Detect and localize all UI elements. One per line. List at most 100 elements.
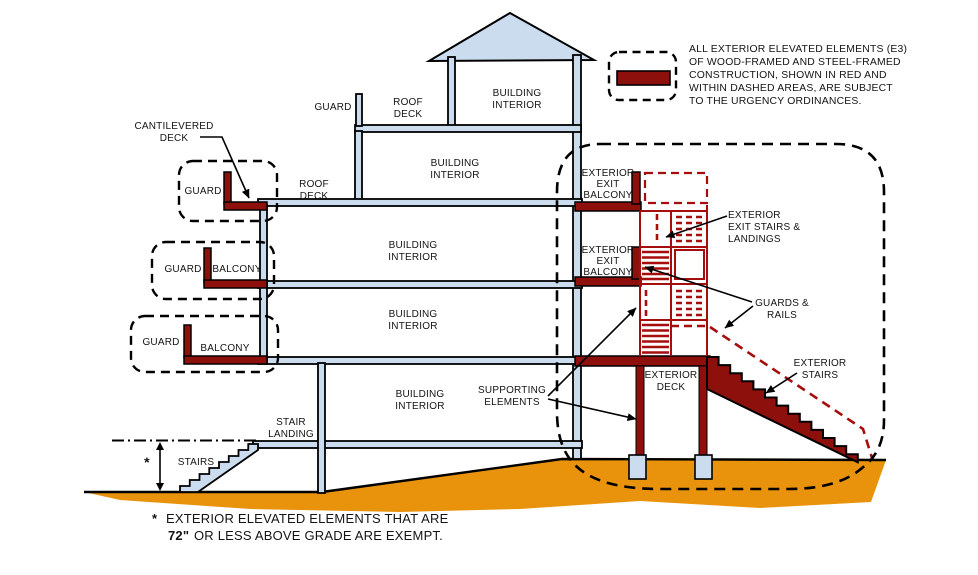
- guards-rails-2: RAILS: [767, 310, 797, 321]
- right-wall: [572, 54, 582, 460]
- entry-stairs: [179, 443, 259, 493]
- stair-treads-band4: [642, 323, 669, 354]
- footings: [628, 454, 713, 480]
- eeb-a-2: EXIT: [596, 179, 619, 190]
- cantilevered-deck-slab: [223, 201, 268, 211]
- dashed-box-balcony3: [129, 314, 280, 374]
- ground: [84, 457, 887, 512]
- ground-floor-slab: [252, 440, 583, 449]
- legend: ALL EXTERIOR ELEVATED ELEMENTS (E3) OF W…: [607, 44, 907, 107]
- eeb-a-1: EXTERIOR: [582, 168, 635, 179]
- dashed-enclosure-right: [555, 142, 886, 491]
- footnote: * EXTERIOR ELEVATED ELEMENTS THAT ARE 72…: [152, 511, 449, 543]
- legend-line-5: TO THE URGENCY ORDINANCES.: [689, 96, 862, 107]
- stair-rails-dashed-band3: [644, 289, 703, 317]
- guards-rails-1: GUARDS &: [755, 298, 809, 309]
- exit-balcony-a-slab: [574, 201, 642, 212]
- footing-right: [694, 454, 713, 480]
- exterior-stairs-shape: [706, 356, 859, 464]
- eesl-3: LANDINGS: [728, 234, 781, 245]
- cantilevered-deck-label-2: DECK: [160, 133, 189, 144]
- guard-label-roof: GUARD: [314, 102, 351, 113]
- deck-post-right: [698, 365, 708, 457]
- bi-f1-2: INTERIOR: [395, 401, 444, 412]
- roof-deck-lower-1: ROOF: [299, 179, 329, 190]
- balcony3-guard: [183, 324, 192, 359]
- eesl-1: EXTERIOR: [728, 210, 781, 221]
- eeb-b-3: BALCONY: [583, 267, 632, 278]
- stair-guard-rail-dashed: [709, 325, 874, 459]
- eeb-b-1: EXTERIOR: [582, 245, 635, 256]
- bi-f2-2: INTERIOR: [388, 321, 437, 332]
- leader-exit-stairs: [665, 215, 728, 239]
- floor1-left-wall: [317, 362, 326, 494]
- roof: [425, 11, 598, 63]
- supporting-1: SUPPORTING: [478, 385, 546, 396]
- exempt-asterisk: *: [144, 454, 150, 470]
- stair-landing-1: STAIR: [276, 417, 306, 428]
- legend-line-2: OF WOOD-FRAMED AND STEEL-FRAMED: [689, 57, 901, 68]
- leader-exterior-stairs: [765, 372, 798, 394]
- grade-line: [84, 457, 887, 494]
- red-balconies-left: [183, 171, 268, 365]
- bi-f3-1: BUILDING: [389, 240, 438, 251]
- annotation-lines: [112, 136, 798, 491]
- cantilevered-deck-guard: [223, 171, 232, 205]
- dashed-boxes-left: [129, 159, 280, 374]
- bi-f2-1: BUILDING: [389, 309, 438, 320]
- leader-guards-rails-1: [644, 265, 753, 303]
- stair-treads-band2: [642, 250, 669, 281]
- exit-balcony-a-guard: [631, 171, 641, 205]
- balcony-label-2: BALCONY: [212, 264, 261, 275]
- exterior-deck-1: EXTERIOR: [645, 370, 698, 381]
- exterior-deck-2: DECK: [657, 382, 686, 393]
- supporting-2: ELEMENTS: [484, 397, 540, 408]
- stair-rails-dashed-band1: [655, 214, 703, 244]
- floor4-left-wall: [354, 130, 363, 203]
- exterior-stairs-1: EXTERIOR: [794, 358, 847, 369]
- balcony3-slab: [183, 355, 268, 365]
- guard-label-2: GUARD: [164, 264, 201, 275]
- guard-label-1: GUARD: [184, 186, 221, 197]
- legend-line-3: CONSTRUCTION, SHOWN IN RED AND: [689, 70, 887, 81]
- guard-post-roof: [355, 93, 363, 127]
- landing-panel: [674, 249, 705, 280]
- leader-supporting-1: [547, 307, 637, 397]
- roof-deck-slab-upper: [354, 124, 582, 133]
- bi-penthouse-2: INTERIOR: [492, 100, 541, 111]
- stairs-label: STAIRS: [178, 457, 215, 468]
- legend-line-1: ALL EXTERIOR ELEVATED ELEMENTS (E3): [689, 44, 907, 55]
- roof-deck-upper-1: ROOF: [393, 97, 423, 108]
- bi-penthouse-1: BUILDING: [493, 88, 542, 99]
- ground-fill: [84, 459, 886, 512]
- diagram-labels: CANTILEVERED DECK GUARD GUARD GUARD BALC…: [134, 88, 846, 470]
- leader-guards-rails-2: [724, 305, 754, 329]
- floor2-slab: [257, 356, 583, 365]
- exterior-stairs-2: STAIRS: [802, 370, 839, 381]
- legend-red-bar: [616, 70, 671, 86]
- guard-label-3: GUARD: [142, 337, 179, 348]
- footnote-line-2: 72" OR LESS ABOVE GRADE ARE EXEMPT.: [168, 528, 443, 543]
- eesl-2: EXIT STAIRS &: [728, 222, 800, 233]
- leader-cantilevered-deck: [200, 136, 250, 199]
- floor3-slab: [257, 280, 583, 289]
- bi-f3-2: INTERIOR: [388, 252, 437, 263]
- legend-line-4: WITHIN DASHED AREAS, ARE SUBJECT: [689, 83, 893, 94]
- footing-left: [628, 454, 647, 480]
- bi-f1-1: BUILDING: [396, 389, 445, 400]
- penthouse-left-wall: [447, 56, 456, 128]
- upper-flight-dashed: [643, 171, 709, 205]
- dashed-box-cantilevered: [177, 159, 279, 223]
- footnote-line-1: * EXTERIOR ELEVATED ELEMENTS THAT ARE: [152, 511, 449, 526]
- deck-post-left: [635, 365, 645, 457]
- exit-balcony-b-slab: [574, 276, 642, 287]
- balcony2-guard: [203, 247, 212, 284]
- stair-landing-2: LANDING: [268, 429, 314, 440]
- leader-supporting-2: [547, 398, 637, 422]
- bi-f4-1: BUILDING: [431, 158, 480, 169]
- balcony2-slab: [203, 279, 268, 289]
- dashed-box-balcony2: [150, 240, 276, 301]
- roof-deck-lower-2: DECK: [300, 191, 329, 202]
- cantilevered-deck-label-1: CANTILEVERED: [134, 121, 213, 132]
